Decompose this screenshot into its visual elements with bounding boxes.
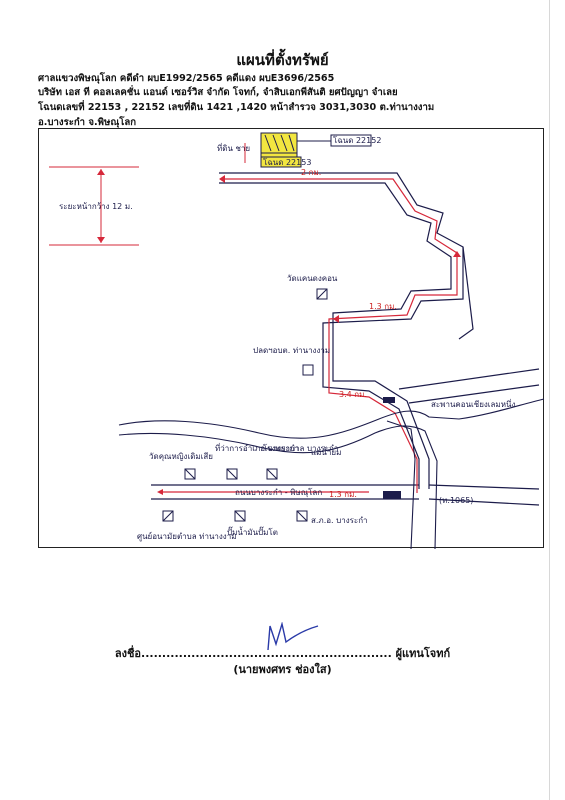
document-title: แผนที่ตั้งทรัพย์: [236, 51, 329, 69]
map-drawing: โฉนด 22152 โฉนด 22153 ที่ดิน ชาย ระยะหน้…: [49, 132, 545, 549]
page-edge-line: [549, 0, 550, 800]
river: [118, 398, 545, 549]
bridge-mark: [383, 491, 401, 499]
width-indicator: ระยะหน้ากว้าง 12 ม.: [49, 166, 139, 246]
property-location-map: โฉนด 22152 โฉนด 22153 ที่ดิน ชาย ระยะหน้…: [38, 128, 545, 549]
hospital-marker: [266, 468, 278, 480]
travel-route: [157, 175, 461, 495]
river-label: แม่น้ำยม: [311, 446, 341, 457]
bridge-mark-2: [383, 397, 395, 403]
signatory-name: (นายพงศทร ช่องใส): [233, 663, 332, 676]
parties-line: บริษัท เอส ที คอลเลคชั่น แอนด์ เซอร์วิส …: [38, 87, 398, 98]
deed-line: โฉนดเลขที่ 22153 , 22152 เลขที่ดิน 1421 …: [38, 102, 435, 113]
market-marker: [162, 510, 174, 522]
temple2-marker: [184, 468, 196, 480]
school-marker: [226, 468, 238, 480]
main-road-label: ถนนบางระกำ - พิษณุโลก: [235, 487, 322, 497]
hospital-label: โรงพยาบาล บางระกำ: [263, 443, 338, 453]
pump-marker: [234, 510, 246, 522]
district-line: อ.บางระกำ จ.พิษณุโลก: [38, 117, 137, 128]
property-plots: โฉนด 22152 โฉนด 22153 ที่ดิน ชาย: [217, 132, 381, 168]
plot-a-label: โฉนด 22152: [333, 135, 381, 145]
village-office-label: ปลดฯอบต. ท่านางงาม: [253, 346, 330, 355]
village-office-marker: [302, 364, 314, 376]
temple1-label: วัดแคนดงคอน: [287, 274, 338, 283]
police-label: ส.ภ.อ. บางระกำ: [311, 516, 368, 525]
market-label: ศูนย์อนามัยตำบล ท่านางงาม: [137, 531, 236, 542]
landmarks: วัดแคนดงคอน ปลดฯอบต. ท่านางงาม วัดคุณหญิ…: [137, 274, 368, 542]
signature-line: ลงชื่อ..................................…: [114, 647, 451, 660]
plot-b-label: โฉนด 22153: [263, 157, 311, 167]
pump-label: ปั๊มน้ำมันปั๊มโต: [227, 526, 278, 537]
police-marker: [296, 510, 308, 522]
roads: [151, 172, 540, 506]
distance-low-label: 3.4 กม.: [339, 390, 367, 399]
handwritten-signature: [267, 622, 319, 651]
route-number-label: (ท.1065): [439, 496, 473, 505]
distance-bottom-label: 1.3 กม.: [329, 490, 357, 499]
temple1-marker: [316, 288, 328, 300]
bridge-road-label: สะพานคอนเชียงเลมหนึ่ง: [431, 398, 515, 409]
width-label: ระยะหน้ากว้าง 12 ม.: [59, 202, 133, 211]
school-label: ที่ว่าการอำเภอ บางระกำ: [215, 442, 299, 453]
distance-mid-label: 1.3 กม.: [369, 302, 397, 311]
case-line: ศาลแขวงพิษณุโลก คดีดำ ผบE1992/2565 คดีแด…: [38, 73, 335, 84]
temple2-label: วัดคุณหญิงเดิมเสีย: [149, 452, 213, 461]
plot-side-label: ที่ดิน ชาย: [217, 142, 250, 153]
distance-top-label: 2 กม.: [301, 168, 321, 177]
